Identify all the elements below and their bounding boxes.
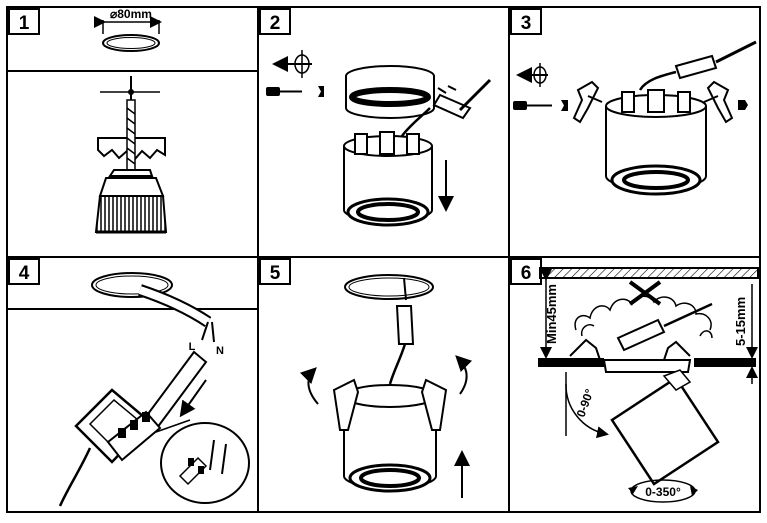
ceiling-panel	[538, 358, 756, 367]
step-3-rotate-arrow	[516, 63, 548, 87]
rotation-arc	[628, 479, 698, 503]
lamp-cable	[58, 447, 92, 507]
step-6-number: 6	[521, 263, 532, 284]
step-4-badge: 4	[8, 258, 40, 285]
step-5-ceiling-hole	[344, 274, 434, 300]
step-5-rotate-right	[455, 355, 473, 395]
step-2-rotate-arrow	[272, 50, 312, 78]
screwdriver-icon-step-3	[513, 100, 568, 111]
downlight-body-step-2	[343, 131, 433, 227]
step-3-connector	[638, 40, 757, 91]
screwdriver-icon	[266, 86, 324, 97]
downlight-body-step-5	[332, 378, 448, 493]
step-1-number: 1	[19, 13, 30, 34]
tilt-angle-arc	[565, 372, 609, 439]
step-2-number: 2	[270, 13, 281, 34]
rotation-range-label: 0-350°	[645, 485, 681, 499]
live-wire-label: L	[189, 341, 196, 353]
downlight-body-step-3	[605, 89, 707, 196]
cutout-diameter-label: ⌀80mm	[110, 7, 152, 21]
hole-saw-drill-icon	[94, 76, 168, 234]
spring-clip-right	[703, 80, 734, 124]
panel-grid	[6, 6, 761, 513]
step-6-clips	[569, 338, 692, 373]
step-5-rotate-left	[299, 367, 319, 405]
screw-icon-right	[738, 100, 748, 110]
step-3-badge: 3	[510, 8, 542, 35]
trim-ring	[345, 65, 435, 119]
step-5-connector	[388, 277, 415, 385]
ceiling-thickness-label: 5-15mm	[733, 297, 748, 346]
ceiling-slab	[539, 267, 759, 279]
step-4-number: 4	[19, 263, 30, 284]
step-1-badge: 1	[8, 8, 40, 35]
step-5-badge: 5	[259, 258, 291, 285]
terminal-block	[74, 388, 162, 464]
step-5-number: 5	[270, 263, 281, 284]
tilt-range-label: 0-90°	[574, 387, 597, 419]
step-3-number: 3	[521, 13, 532, 34]
detail-zoom-bubble	[155, 419, 250, 504]
step-2-connector	[400, 78, 492, 137]
step-6-connector	[616, 302, 713, 352]
step-6-badge: 6	[510, 258, 542, 285]
min-depth-label: Min45mm	[544, 284, 559, 344]
step-1-cutout-hole	[94, 16, 162, 52]
tilted-lamp-head	[610, 369, 720, 486]
neutral-wire-label: N	[216, 345, 224, 357]
spring-clip-left	[572, 80, 603, 124]
mains-cable	[138, 284, 215, 343]
step-2-badge: 2	[259, 8, 291, 35]
step-4-insert-arrow	[179, 379, 207, 418]
